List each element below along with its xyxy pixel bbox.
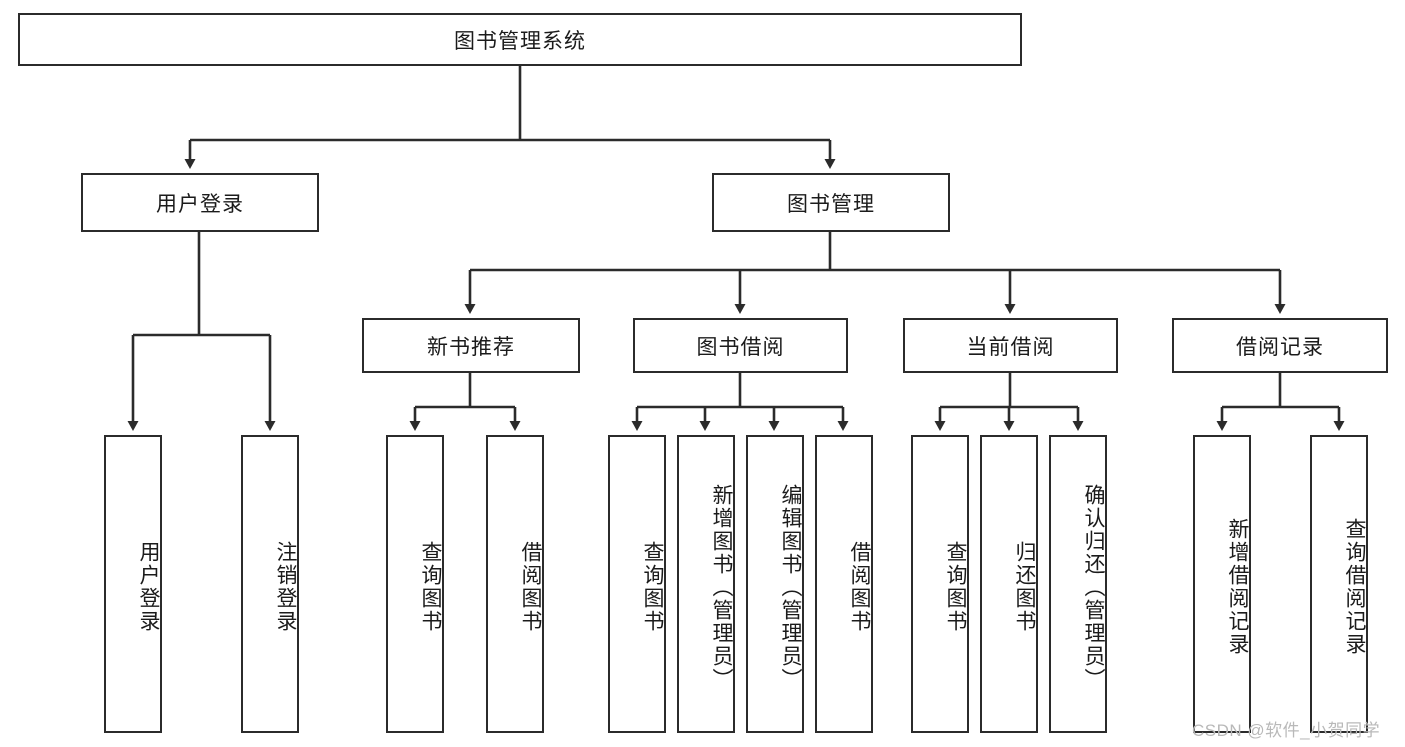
node-new-book-recommend[interactable]: 新书推荐: [362, 318, 580, 373]
leaf-label: 用户登录: [137, 541, 160, 633]
leaf-label: 归还图书: [1013, 541, 1036, 633]
node-user-login[interactable]: 用户登录: [81, 173, 319, 232]
node-root-system[interactable]: 图书管理系统: [18, 13, 1022, 66]
leaf-label: 查询图书: [419, 541, 442, 633]
leaf-return-book[interactable]: 归还图书: [980, 435, 1038, 733]
leaf-label: 编辑图书（管理员）: [779, 483, 802, 691]
leaf-label: 查询图书: [944, 541, 967, 633]
node-current-borrow[interactable]: 当前借阅: [903, 318, 1118, 373]
leaf-query-borrow-record[interactable]: 查询借阅记录: [1310, 435, 1368, 733]
leaf-query-book-borrow[interactable]: 查询图书: [608, 435, 666, 733]
leaf-confirm-return-admin[interactable]: 确认归还（管理员）: [1049, 435, 1107, 733]
leaf-label: 查询图书: [641, 541, 664, 633]
leaf-label: 查询借阅记录: [1343, 518, 1366, 656]
leaf-label: 确认归还（管理员）: [1082, 483, 1105, 691]
leaf-add-book-admin[interactable]: 新增图书（管理员）: [677, 435, 735, 733]
leaf-edit-book-admin[interactable]: 编辑图书（管理员）: [746, 435, 804, 733]
node-book-management[interactable]: 图书管理: [712, 173, 950, 232]
leaf-query-book-recommend[interactable]: 查询图书: [386, 435, 444, 733]
leaf-query-book-current[interactable]: 查询图书: [911, 435, 969, 733]
leaf-label: 新增图书（管理员）: [710, 483, 733, 691]
leaf-borrow-book[interactable]: 借阅图书: [815, 435, 873, 733]
leaf-borrow-book-recommend[interactable]: 借阅图书: [486, 435, 544, 733]
leaf-label: 借阅图书: [848, 541, 871, 633]
leaf-logout[interactable]: 注销登录: [241, 435, 299, 733]
leaf-label: 注销登录: [274, 541, 297, 633]
leaf-user-login[interactable]: 用户登录: [104, 435, 162, 733]
leaf-label: 新增借阅记录: [1226, 518, 1249, 656]
leaf-add-borrow-record[interactable]: 新增借阅记录: [1193, 435, 1251, 733]
node-book-borrow[interactable]: 图书借阅: [633, 318, 848, 373]
leaf-label: 借阅图书: [519, 541, 542, 633]
node-borrow-record[interactable]: 借阅记录: [1172, 318, 1388, 373]
